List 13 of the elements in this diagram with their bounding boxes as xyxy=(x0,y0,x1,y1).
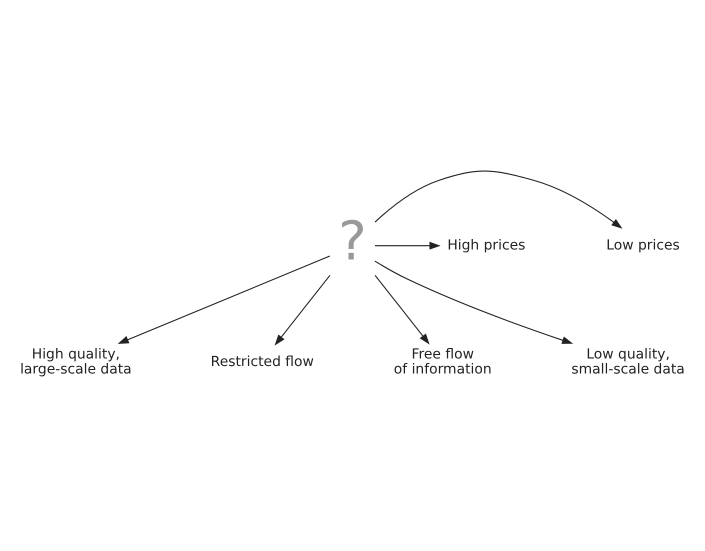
node-text: High quality, large-scale data xyxy=(20,346,132,377)
arrow xyxy=(274,274,330,346)
arrow xyxy=(374,274,430,344)
arrow xyxy=(374,260,574,344)
node-text: ? xyxy=(338,208,367,272)
node-text: Free flow of information xyxy=(394,346,492,377)
arrow xyxy=(374,241,441,250)
node-text: Restricted flow xyxy=(210,353,314,370)
arrow xyxy=(374,170,622,228)
node-text: High prices xyxy=(447,236,526,253)
node-text: Low prices xyxy=(606,236,680,253)
arrow xyxy=(118,255,330,344)
node-text: Low quality, small-scale data xyxy=(571,346,685,377)
